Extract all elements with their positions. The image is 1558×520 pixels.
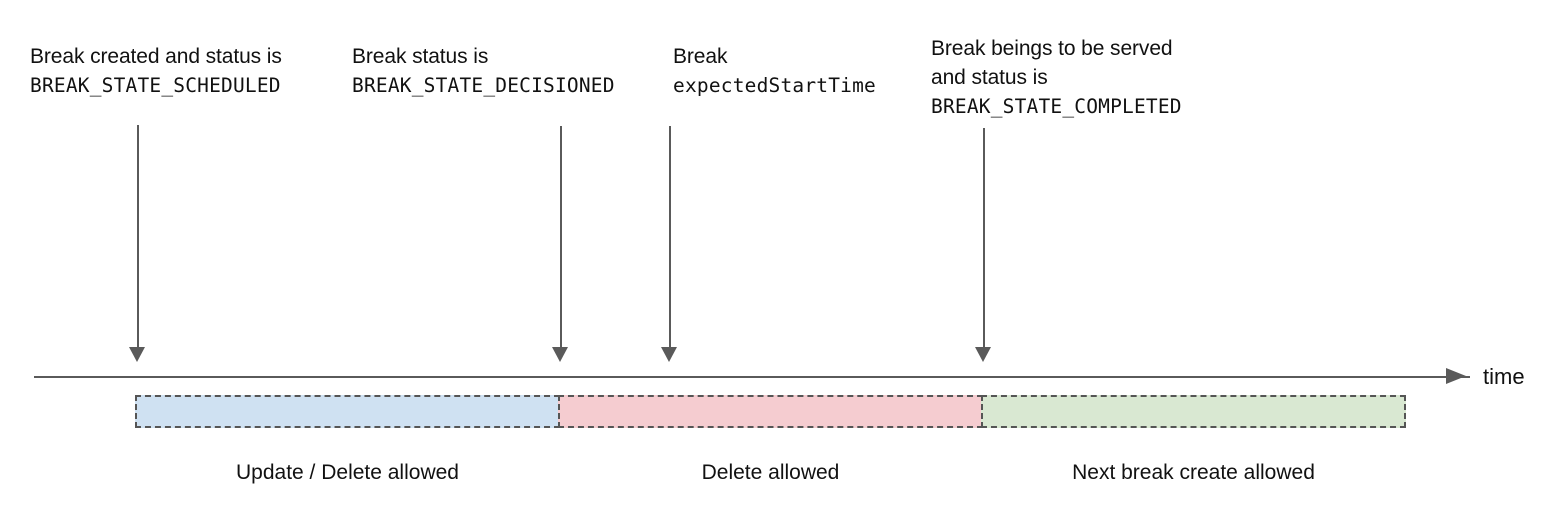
annotation-break-served-completed: Break beings to be served and status is … xyxy=(931,34,1182,121)
phase-caption-update-delete-allowed: Update / Delete allowed xyxy=(236,461,459,484)
annotation-break-created-scheduled: Break created and status is BREAK_STATE_… xyxy=(30,42,282,100)
phase-caption-next-break-create-allowed: Next break create allowed xyxy=(1072,461,1315,484)
phase-bar-next-break-create-allowed xyxy=(981,395,1406,428)
time-axis-label: time xyxy=(1483,364,1525,389)
pointer-line-expected-start-time xyxy=(669,126,671,347)
pointer-line-scheduled xyxy=(137,125,139,347)
annotation-line-2: BREAK_STATE_SCHEDULED xyxy=(30,74,281,97)
time-axis-line xyxy=(34,376,1470,378)
annotation-line-1: Break xyxy=(673,45,728,68)
annotation-line-1: Break status is xyxy=(352,45,489,68)
annotation-break-decisioned: Break status is BREAK_STATE_DECISIONED xyxy=(352,42,615,100)
annotation-break-expected-start-time: Break expectedStartTime xyxy=(673,42,876,100)
pointer-arrowhead-decisioned-icon xyxy=(552,347,568,362)
pointer-arrowhead-completed-icon xyxy=(975,347,991,362)
annotation-line-2: expectedStartTime xyxy=(673,74,876,97)
time-axis-arrowhead-icon xyxy=(1446,368,1466,384)
pointer-line-decisioned xyxy=(560,126,562,347)
phase-caption-delete-allowed: Delete allowed xyxy=(701,461,840,484)
pointer-line-completed xyxy=(983,128,985,347)
annotation-line-1: Break beings to be served xyxy=(931,37,1173,60)
pointer-arrowhead-expected-start-time-icon xyxy=(661,347,677,362)
annotation-line-1: Break created and status is xyxy=(30,45,282,68)
pointer-arrowhead-scheduled-icon xyxy=(129,347,145,362)
phase-bar-delete-allowed xyxy=(558,395,983,428)
annotation-line-3: BREAK_STATE_COMPLETED xyxy=(931,95,1182,118)
phase-bar-update-delete-allowed xyxy=(135,395,560,428)
annotation-line-2: BREAK_STATE_DECISIONED xyxy=(352,74,615,97)
annotation-line-2: and status is xyxy=(931,66,1048,89)
